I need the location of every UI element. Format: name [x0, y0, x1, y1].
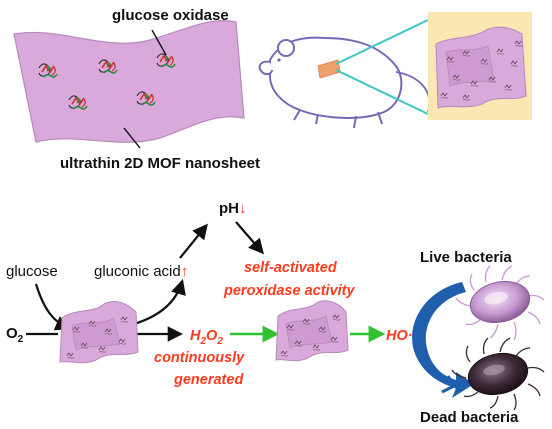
mof-nanosheet-cluster-icon	[275, 300, 349, 362]
kill-arrow-body	[412, 282, 474, 398]
oxygen-label: O2	[6, 325, 24, 345]
hydrogen-peroxide-label: H2O2	[190, 328, 223, 347]
continuously-label: continuously	[154, 350, 245, 366]
dead-bacteria-label: Dead bacteria	[420, 409, 519, 426]
zoom-line-bottom	[335, 69, 429, 115]
gluconic-acid-label: gluconic acid↑	[94, 263, 188, 280]
mof-nanosheet-shape	[13, 20, 245, 143]
zoomed-tissue-panel	[428, 12, 532, 120]
peroxidase-activity-label: peroxidase activity	[223, 283, 355, 299]
mouse-illustration-icon	[258, 36, 431, 129]
dead-bacterium-icon	[451, 337, 545, 411]
zoom-line-top	[335, 19, 429, 65]
live-bacteria-label: Live bacteria	[420, 249, 512, 266]
mof-nanosheet-illustration: glucose oxidase ultrathin 2D MOF nanoshe…	[13, 7, 260, 172]
ph-label: pH↓	[219, 200, 247, 217]
mof-to-gluconic-arrow	[133, 279, 186, 326]
glucose-label: glucose	[6, 263, 58, 280]
nanosheet-pointer-line	[123, 127, 141, 149]
glucose-oxidase-label: glucose oxidase	[112, 7, 229, 24]
enzyme-pointer-line	[151, 29, 167, 56]
self-activated-label: self-activated	[244, 260, 338, 276]
ph-to-self-activated-arrow	[235, 221, 265, 255]
mof-nanosheet-cluster-icon	[59, 301, 139, 364]
nanosheet-label: ultrathin 2D MOF nanosheet	[60, 155, 260, 172]
live-bacterium-icon	[455, 265, 545, 341]
generated-label: generated	[173, 372, 244, 388]
gluconic-to-ph-arrow	[179, 223, 208, 259]
